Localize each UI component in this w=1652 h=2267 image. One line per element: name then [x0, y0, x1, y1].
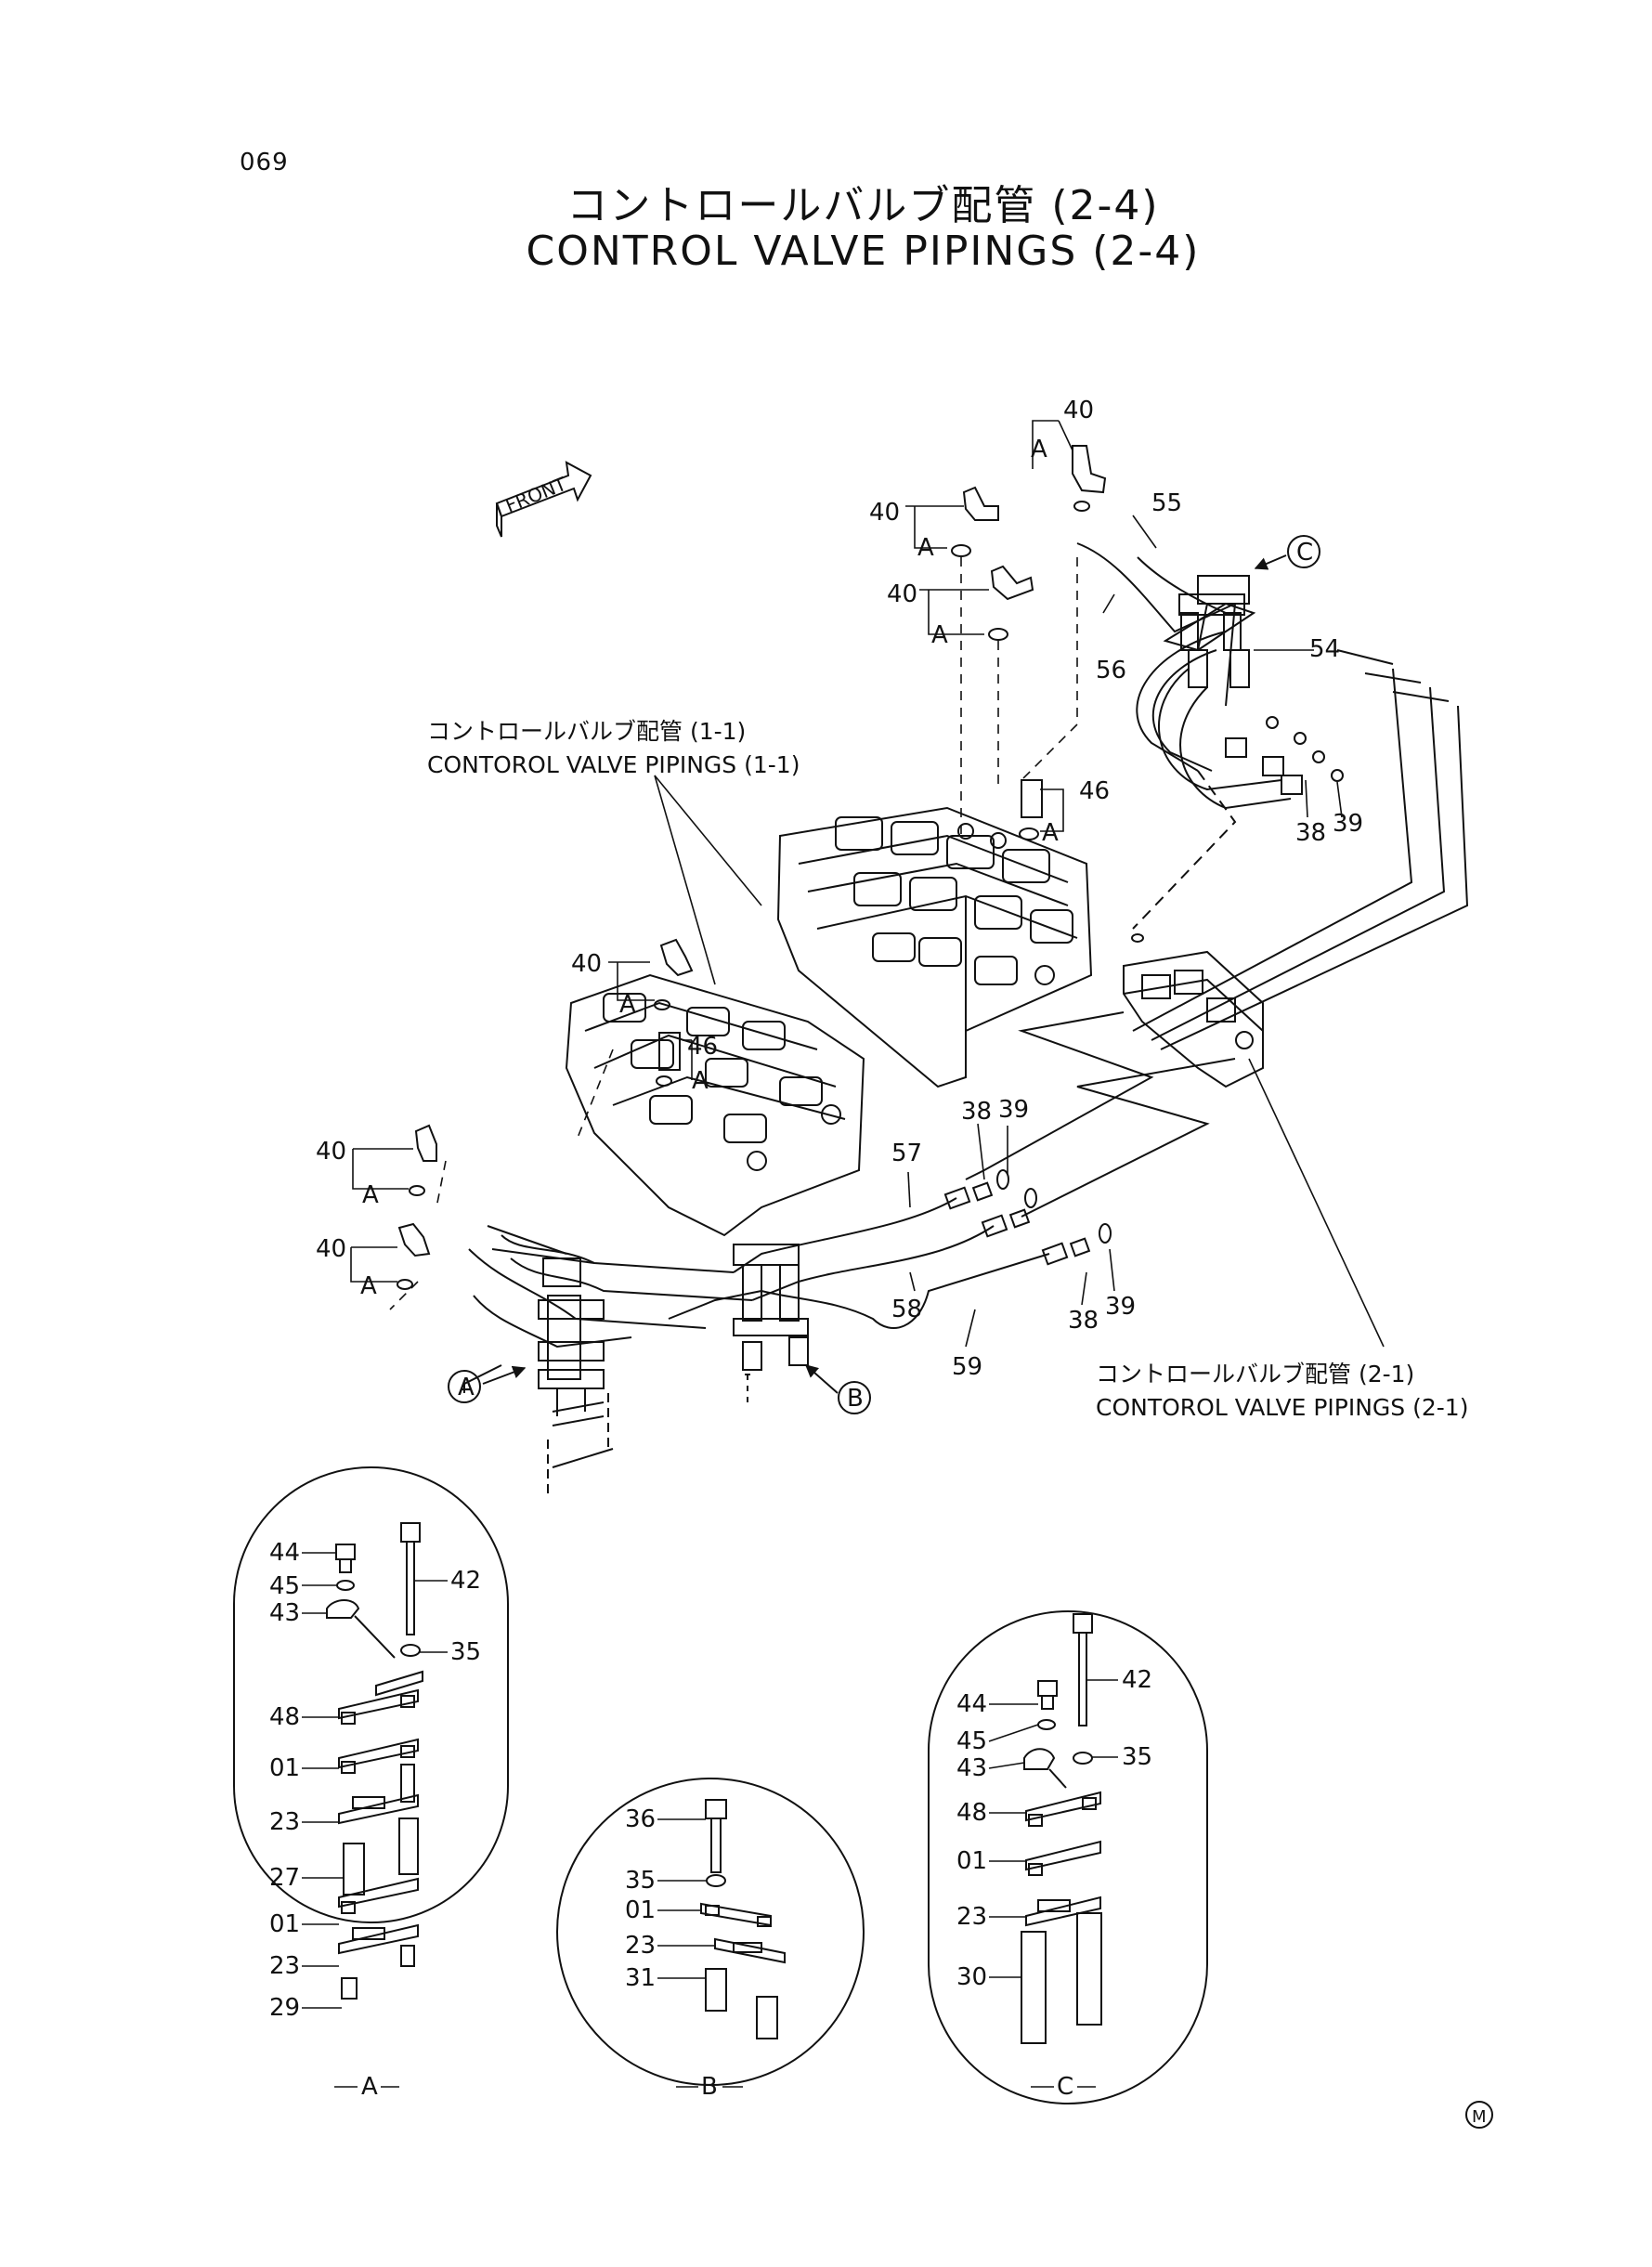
view-marker-c-circle — [1287, 535, 1320, 568]
front-arrow-marker: FRONT — [495, 461, 592, 538]
detail-a-part-35: 35 — [450, 1638, 481, 1666]
reference-1-1-english: CONTOROL VALVE PIPINGS (1-1) — [427, 751, 800, 779]
detail-c-part-30: 30 — [956, 1963, 987, 1991]
reference-callout-2-1: コントロールバルブ配管 (2-1) CONTOROL VALVE PIPINGS… — [1096, 1358, 1468, 1426]
detail-c-part-35: 35 — [1122, 1743, 1152, 1771]
detail-c-part-01: 01 — [956, 1847, 987, 1875]
detail-a-part-23b: 23 — [269, 1952, 300, 1980]
label-56: 56 — [1096, 657, 1126, 684]
detail-b-part-31: 31 — [625, 1964, 656, 1992]
elbow-fittings — [397, 445, 1107, 1257]
detail-view-a — [233, 1466, 509, 2000]
detail-view-b — [556, 1778, 865, 2086]
o-rings — [397, 501, 1144, 1290]
detail-a-part-45: 45 — [269, 1572, 300, 1600]
detail-a-part-23a: 23 — [269, 1808, 300, 1836]
page-title-japanese: コントロールバルブ配管 (2-4) — [566, 182, 1160, 229]
view-marker-c: C — [1296, 539, 1313, 567]
detail-c-part-44: 44 — [956, 1690, 987, 1718]
detail-c-part-45: 45 — [956, 1727, 987, 1755]
clamp-assembly-c-main — [1178, 593, 1245, 651]
detail-a-part-01b: 01 — [269, 1910, 300, 1938]
label-40-top: 40 — [1063, 397, 1094, 424]
label-39-mid: 39 — [998, 1096, 1029, 1124]
detail-b-part-36: 36 — [625, 1805, 656, 1833]
clamp-assembly-a — [463, 1257, 614, 1495]
view-marker-b: B — [847, 1385, 864, 1413]
label-a-6: A — [362, 1181, 379, 1209]
clamp-assembly-b — [733, 1244, 809, 1402]
front-label: FRONT — [502, 472, 570, 516]
label-38-low: 38 — [1068, 1307, 1099, 1335]
detail-c-part-43: 43 — [956, 1754, 987, 1782]
detail-b-part-01: 01 — [625, 1896, 656, 1924]
detail-a-part-48: 48 — [269, 1703, 300, 1731]
label-55: 55 — [1151, 489, 1182, 517]
label-46-lower: 46 — [687, 1033, 718, 1061]
detail-c-part-42: 42 — [1122, 1666, 1152, 1694]
detail-a-view-label: A — [361, 2073, 378, 2101]
view-marker-b-circle — [838, 1381, 871, 1414]
detail-a-part-42: 42 — [450, 1567, 481, 1595]
label-40-5: 40 — [316, 1138, 346, 1166]
detail-a-part-29: 29 — [269, 1994, 300, 2022]
lower-pipes — [468, 1197, 1050, 1348]
detail-b-part-35: 35 — [625, 1867, 656, 1895]
pipe-fittings — [943, 1169, 1112, 1266]
label-40-2: 40 — [869, 499, 900, 527]
upper-pipe-assembly — [1076, 542, 1344, 810]
label-a-7: A — [360, 1272, 377, 1300]
detail-a-part-27: 27 — [269, 1864, 300, 1892]
label-38-top: 38 — [1295, 819, 1326, 847]
label-58: 58 — [891, 1296, 922, 1323]
label-38-mid: 38 — [961, 1098, 992, 1126]
callout-leaders — [350, 420, 1385, 1348]
reference-2-1-japanese: コントロールバルブ配管 (2-1) — [1096, 1361, 1415, 1388]
m-mark-circle — [1465, 2101, 1493, 2129]
detail-a-part-44: 44 — [269, 1539, 300, 1567]
detail-b-view-label: B — [701, 2073, 718, 2101]
view-marker-a: A — [458, 1374, 475, 1401]
label-a-46: A — [1042, 819, 1059, 847]
detail-view-c — [928, 1610, 1208, 2104]
label-54: 54 — [1309, 635, 1340, 663]
label-46-top: 46 — [1079, 777, 1110, 805]
label-40-6: 40 — [316, 1235, 346, 1263]
long-pipe-runs — [965, 649, 1469, 1218]
detail-a-part-01a: 01 — [269, 1754, 300, 1782]
reference-1-1-japanese: コントロールバルブ配管 (1-1) — [427, 718, 747, 745]
label-59: 59 — [952, 1353, 982, 1381]
label-57: 57 — [891, 1140, 922, 1167]
page-title-english: CONTROL VALVE PIPINGS (2-4) — [526, 228, 1201, 275]
detail-leaders — [302, 1552, 1118, 2088]
lower-control-valve — [565, 973, 865, 1237]
reference-2-1-english: CONTOROL VALVE PIPINGS (2-1) — [1096, 1394, 1469, 1422]
m-mark: M — [1472, 2107, 1487, 2127]
label-a-2: A — [917, 534, 934, 562]
label-a-5: A — [692, 1067, 709, 1095]
detail-c-part-48: 48 — [956, 1799, 987, 1827]
label-a-top: A — [1031, 436, 1047, 463]
label-39-low: 39 — [1105, 1293, 1136, 1321]
label-a-4: A — [619, 991, 636, 1019]
detail-c-part-23: 23 — [956, 1903, 987, 1931]
detail-b-part-23: 23 — [625, 1932, 656, 1960]
detail-c-view-label: C — [1057, 2073, 1073, 2101]
label-39-top: 39 — [1333, 810, 1363, 838]
upper-control-valve — [776, 806, 1093, 1088]
reference-callout-1-1: コントロールバルブ配管 (1-1) CONTOROL VALVE PIPINGS… — [427, 715, 800, 783]
page-number: 069 — [240, 149, 289, 176]
label-a-3: A — [931, 621, 948, 649]
pilot-manifold-block — [1123, 950, 1264, 1088]
label-40-3: 40 — [887, 580, 917, 608]
label-40-4: 40 — [571, 950, 602, 978]
view-marker-a-circle — [448, 1370, 481, 1403]
detail-a-part-43: 43 — [269, 1599, 300, 1627]
